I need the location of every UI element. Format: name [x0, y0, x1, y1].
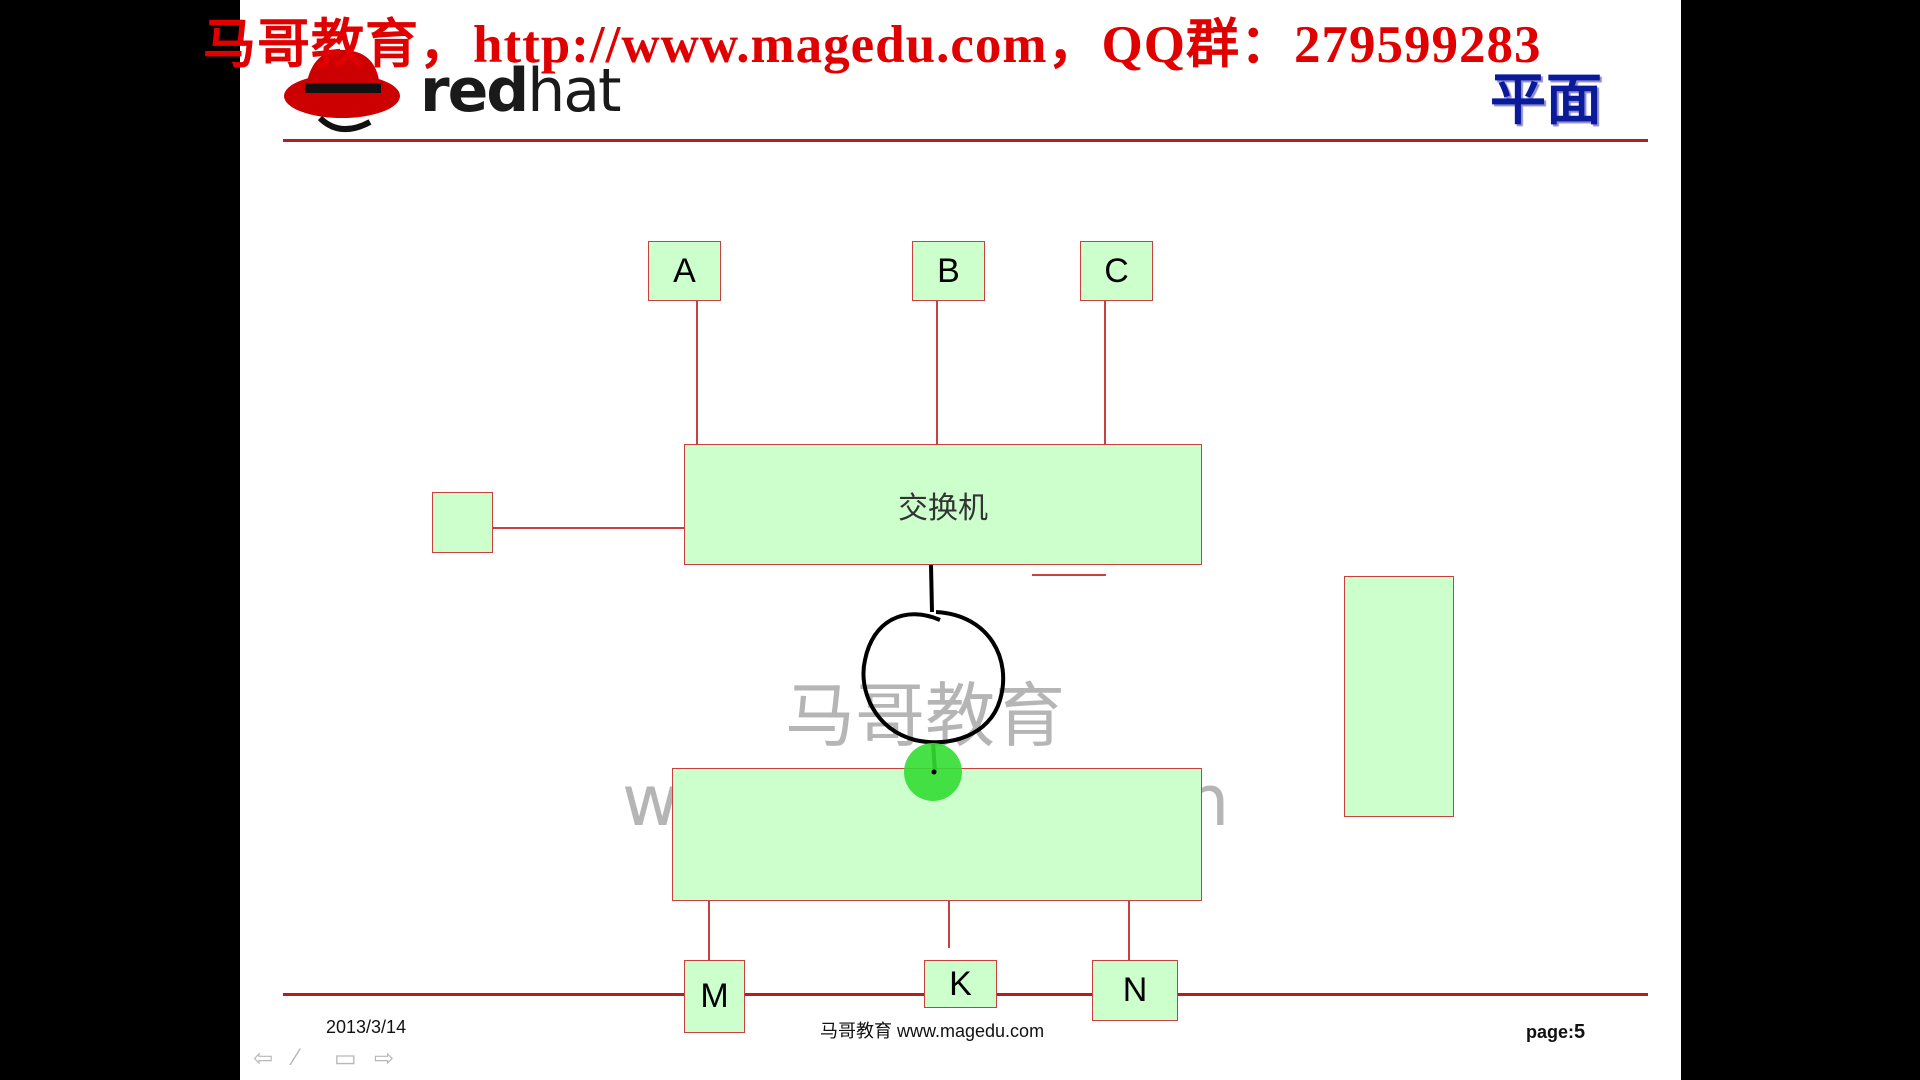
- link-k-switch: [948, 900, 950, 948]
- host-n: N: [1092, 960, 1178, 1021]
- right-device: [1344, 576, 1454, 817]
- menu-icon[interactable]: ▭: [334, 1045, 357, 1072]
- host-a-label: A: [673, 251, 696, 290]
- page-label: page:: [1526, 1022, 1575, 1042]
- footer-page: page:5: [1526, 1021, 1585, 1044]
- host-m: M: [684, 960, 745, 1033]
- switch: 交换机: [684, 444, 1202, 565]
- page-number: 5: [1574, 1021, 1586, 1043]
- host-b: B: [912, 241, 985, 301]
- watermark-text: 马哥教育: [785, 675, 1065, 757]
- link-n-switch: [1128, 900, 1130, 963]
- link-m-switch: [708, 900, 710, 963]
- link-a-switch: [696, 300, 698, 445]
- side-host: [432, 492, 493, 553]
- pen-icon[interactable]: ⁄: [294, 1044, 299, 1071]
- watermark-fragment-left: w: [622, 760, 680, 842]
- redhat-wordmark: redhat: [420, 56, 622, 126]
- host-c: C: [1080, 241, 1153, 301]
- host-a: A: [648, 241, 721, 301]
- host-k-label: K: [949, 964, 972, 1003]
- stray-segment: [1032, 574, 1106, 576]
- footer-date: 2013/3/14: [326, 1017, 407, 1037]
- host-k: K: [924, 960, 997, 1008]
- link-side-switch: [492, 527, 684, 529]
- switch-label: 交换机: [898, 490, 988, 526]
- link-c-switch: [1104, 300, 1106, 445]
- bottom-switch: [672, 768, 1202, 901]
- back-arrow-icon[interactable]: ⇦: [253, 1045, 274, 1072]
- link-b-switch: [936, 300, 938, 445]
- forward-arrow-icon[interactable]: ⇨: [374, 1045, 395, 1072]
- host-n-label: N: [1122, 971, 1148, 1009]
- slide-title: 平面: [1490, 67, 1602, 133]
- host-b-label: B: [937, 251, 960, 290]
- host-m-label: M: [700, 977, 729, 1015]
- footer-center: 马哥教育 www.magedu.com: [820, 1021, 1045, 1041]
- header-rule: [283, 139, 1648, 142]
- redhat-logo: redhat: [280, 38, 630, 133]
- host-c-label: C: [1104, 251, 1129, 290]
- redhat-shadowman-icon: [284, 49, 400, 132]
- promo-banner: 马哥教育，http://www.magedu.com，QQ群：279599283: [203, 16, 1542, 74]
